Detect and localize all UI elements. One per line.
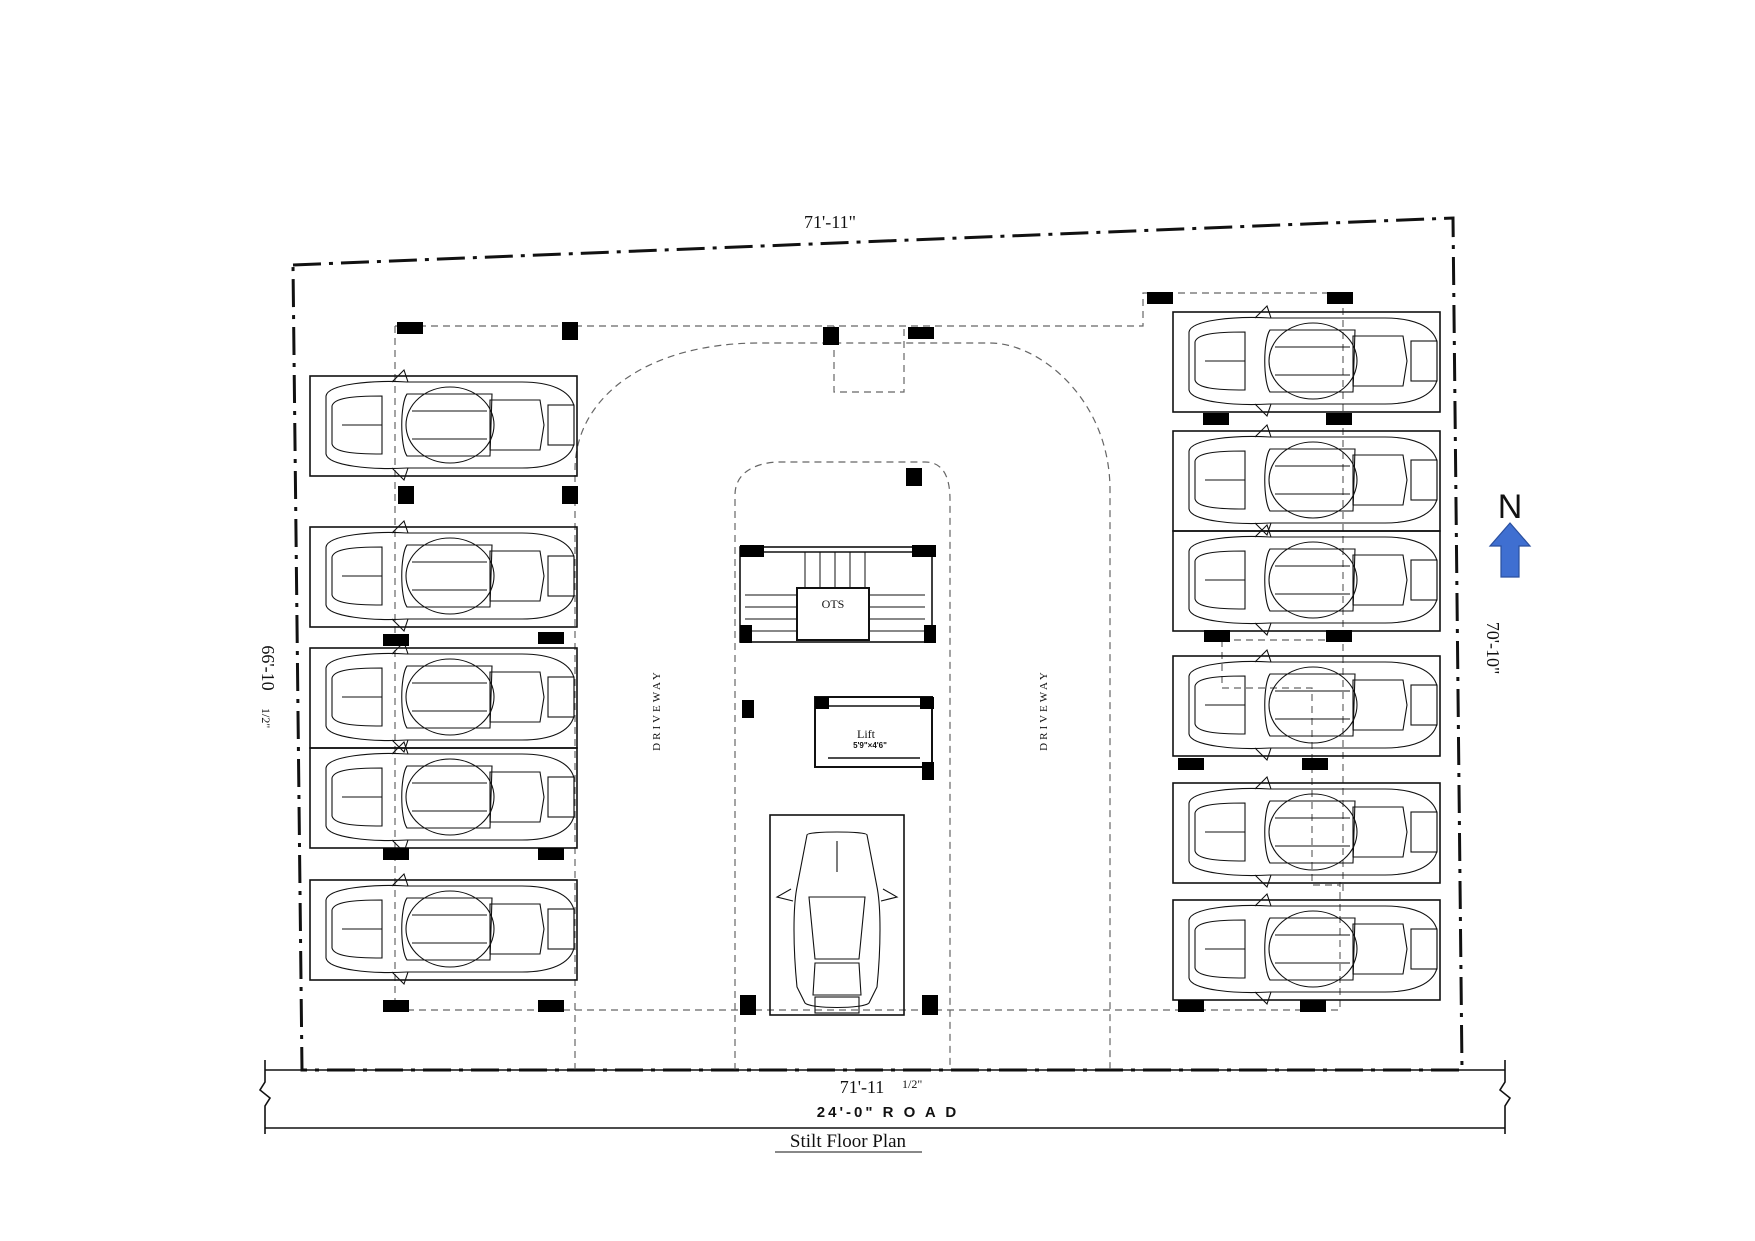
parking-bay-left-2: [309, 520, 578, 632]
svg-text:1/2": 1/2": [902, 1077, 922, 1091]
plan-title: Stilt Floor Plan: [790, 1131, 907, 1152]
left-dimension: 66'-10 1/2": [258, 645, 278, 728]
parking-bay-right-6: [1172, 893, 1441, 1005]
parking-bay-right-3: [1172, 524, 1441, 636]
driveway-label-left: DRIVEWAY: [651, 669, 663, 751]
plot-boundary: [291, 216, 1464, 1072]
road: 24'-0" R O A D: [258, 1060, 1512, 1134]
north-arrow: N: [1488, 488, 1532, 578]
parking-bay-right-2: [1172, 424, 1441, 536]
lift-size-label: 5'9"×4'6": [853, 741, 887, 750]
parking-bay-left-5: [309, 873, 578, 985]
bottom-dimension: 71'-11 1/2": [840, 1077, 923, 1097]
svg-text:66'-10: 66'-10: [258, 645, 278, 690]
parking-bay-left-4: [309, 741, 578, 853]
ots-label: OTS: [822, 597, 845, 611]
parking-bay-right-1: [1172, 305, 1441, 417]
staircase: OTS: [739, 546, 933, 643]
right-parking-bays: [1172, 305, 1441, 1005]
driveway-label-right: DRIVEWAY: [1038, 669, 1050, 751]
right-dimension: 70'-10": [1483, 622, 1503, 675]
north-arrow-icon: [1488, 522, 1532, 578]
north-label: N: [1498, 488, 1523, 526]
left-parking-bays: [309, 369, 578, 985]
road-label: 24'-0" R O A D: [817, 1104, 959, 1121]
svg-text:71'-11: 71'-11: [840, 1077, 885, 1097]
parking-bay-left-1: [309, 369, 578, 481]
columns: [383, 292, 1353, 1015]
parking-bay-right-4: [1172, 649, 1441, 761]
svg-text:1/2": 1/2": [259, 708, 273, 728]
structure-outline: [394, 292, 1344, 1070]
lift-label: Lift: [857, 727, 876, 741]
lift: Lift 5'9"×4'6": [814, 696, 933, 768]
top-dimension: 71'-11": [804, 212, 856, 232]
parking-bay-right-5: [1172, 776, 1441, 888]
parking-bay-center: [769, 814, 905, 1016]
parking-bay-left-3: [309, 641, 578, 753]
